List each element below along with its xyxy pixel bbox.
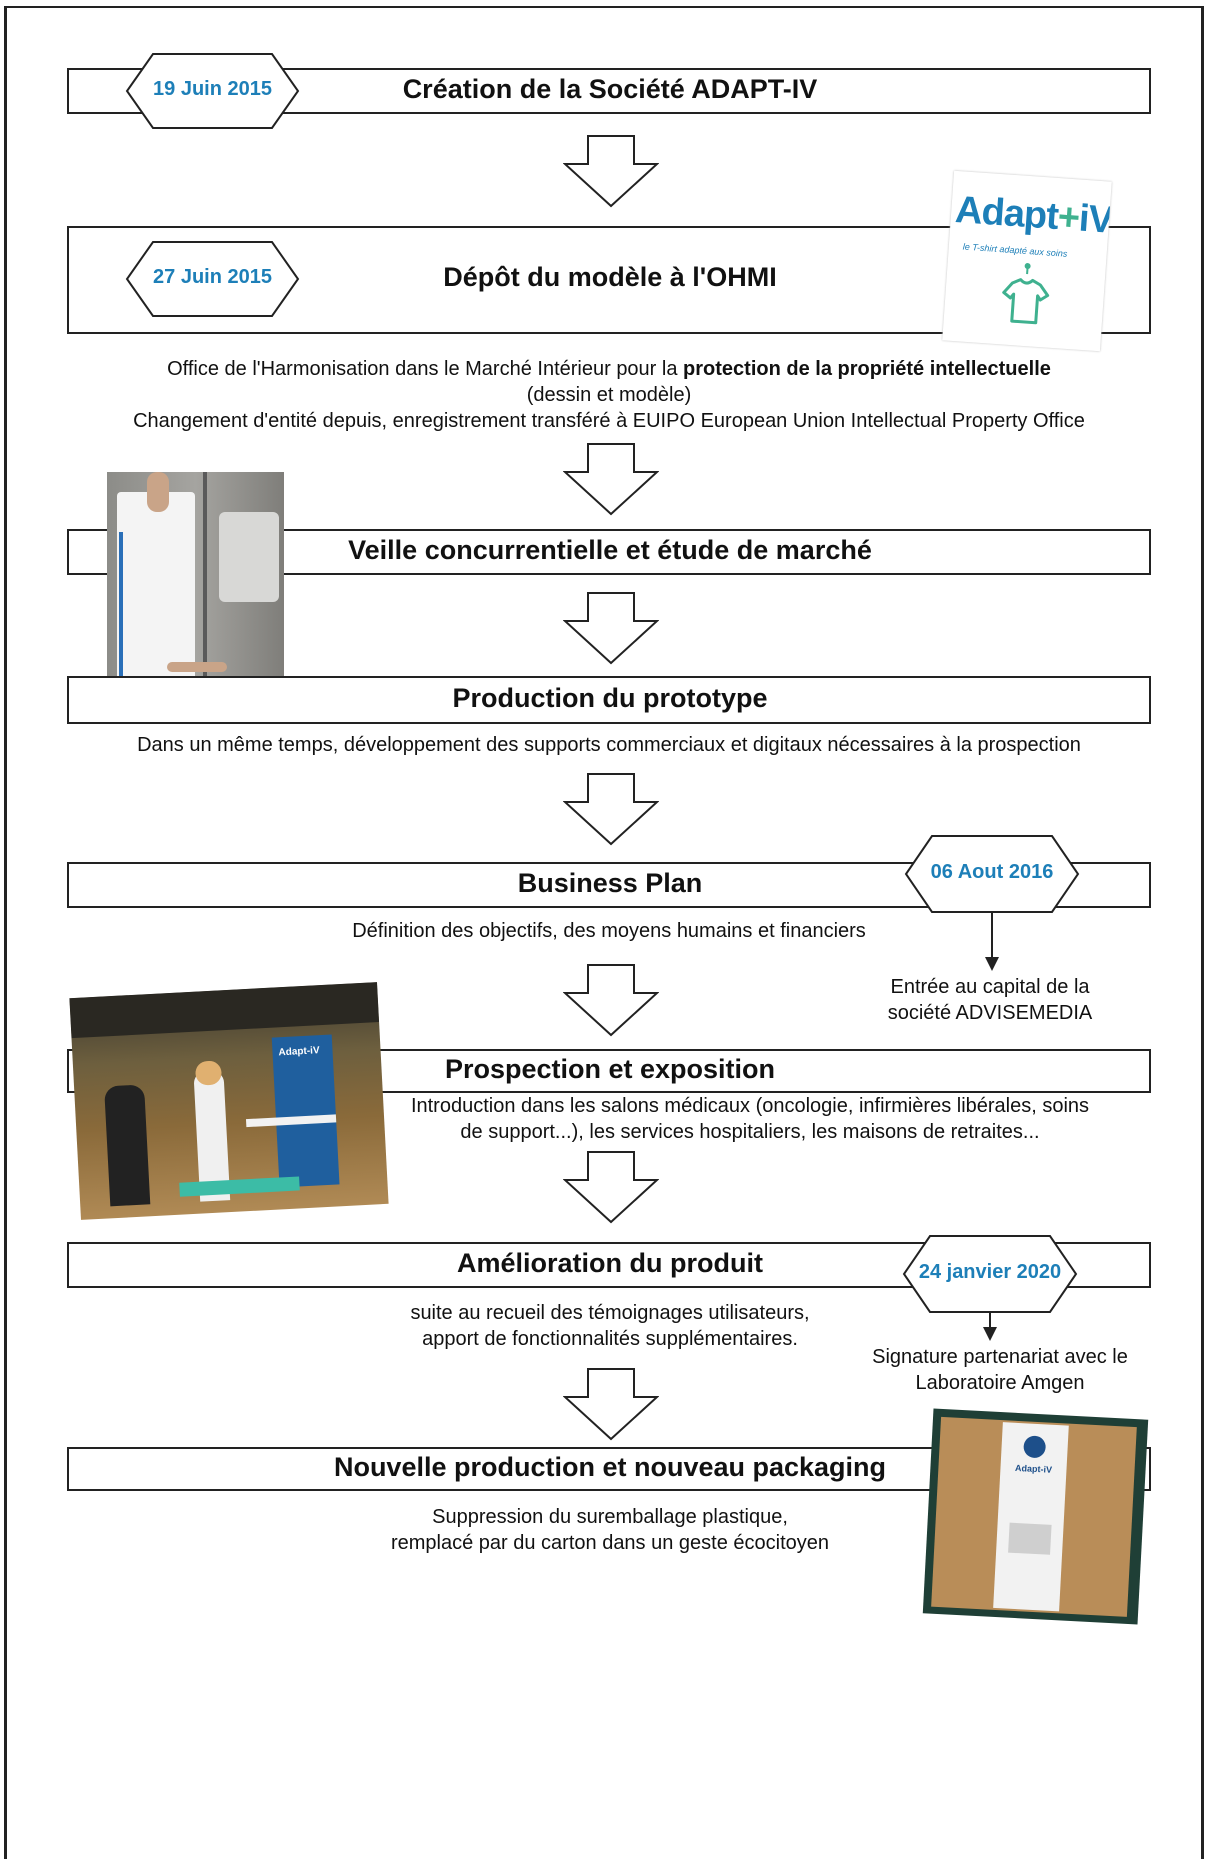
stage-title-business-plan: Business Plan: [517, 868, 703, 898]
packaging-photo: Adapt-iV: [922, 1408, 1149, 1625]
stage-title-prototype: Production du prototype: [452, 683, 768, 713]
octagon-shape: [902, 1235, 1078, 1313]
down-arrow-icon: [563, 135, 659, 208]
date-text: 06 Aout 2016: [930, 861, 1054, 883]
stage-title-prospection: Prospection et exposition: [444, 1054, 776, 1084]
connector-arrow-icon: [983, 1313, 997, 1341]
logo-text-iv: iV: [1077, 197, 1112, 242]
octagon-shape: [904, 835, 1080, 913]
amelioration-desc-line1: suite au recueil des témoignages utilisa…: [410, 1302, 810, 1324]
ohmi-desc-text: Office de l'Harmonisation dans le Marché…: [167, 358, 684, 380]
exhibition-photo: Adapt-iV: [69, 982, 389, 1220]
prototype-photo: [107, 472, 284, 714]
page-frame: [4, 6, 1204, 1859]
down-arrow-icon: [563, 592, 659, 665]
stage-title-veille: Veille concurrentielle et étude de march…: [348, 535, 872, 565]
prototype-desc: Dans un même temps, développement des su…: [137, 734, 1081, 756]
date-badge-2015-06-19: 19 Juin 2015: [125, 52, 300, 130]
amgen-note-line1: Signature partenariat avec le: [872, 1346, 1128, 1368]
down-arrow-icon: [563, 1151, 659, 1224]
ohmi-desc-line3: Changement d'entité depuis, enregistreme…: [133, 410, 1085, 432]
stage-title-amelioration: Amélioration du produit: [457, 1248, 763, 1278]
packaging-desc-line2: remplacé par du carton dans un geste éco…: [390, 1532, 830, 1554]
advisemedia-note-line1: Entrée au capital de la: [890, 976, 1090, 998]
stage-box-prototype: [67, 676, 1151, 724]
business-plan-desc: Définition des objectifs, des moyens hum…: [352, 920, 866, 942]
tshirt-icon: [1002, 263, 1050, 325]
date-text: 27 Juin 2015: [153, 266, 272, 288]
down-arrow-icon: [563, 773, 659, 846]
packaging-desc-line1: Suppression du suremballage plastique,: [432, 1506, 788, 1528]
date-badge-2016-08-06: 06 Aout 2016: [904, 834, 1080, 914]
stage-title-packaging: Nouvelle production et nouveau packaging: [333, 1452, 887, 1482]
logo-tagline: le T-shirt adapté aux soins: [962, 241, 1068, 259]
date-badge-2015-06-27: 27 Juin 2015: [125, 240, 300, 318]
ohmi-desc-line1: Office de l'Harmonisation dans le Marché…: [67, 356, 1151, 382]
down-arrow-icon: [563, 443, 659, 516]
ohmi-desc-bold: protection de la propriété intellectuell…: [683, 358, 1051, 380]
date-badge-2020-01-24: 24 janvier 2020: [902, 1234, 1078, 1314]
stage-title-ohmi: Dépôt du modèle à l'OHMI: [443, 262, 777, 292]
amelioration-desc-line2: apport de fonctionnalités supplémentaire…: [422, 1328, 798, 1350]
amgen-note-line2: Laboratoire Amgen: [915, 1372, 1085, 1394]
logo-text-adapt: Adapt: [953, 188, 1060, 238]
advisemedia-note-line2: société ADVISEMEDIA: [887, 1002, 1093, 1024]
prospection-desc-line2: de support...), les services hospitalier…: [460, 1121, 1040, 1143]
connector-arrow-icon: [985, 913, 999, 971]
date-text: 19 Juin 2015: [153, 78, 272, 100]
octagon-shape: [125, 241, 300, 317]
down-arrow-icon: [563, 1368, 659, 1441]
ohmi-desc-line2: (dessin et modèle): [526, 384, 692, 406]
prospection-desc-line1: Introduction dans les salons médicaux (o…: [410, 1095, 1090, 1117]
exhibition-banner-brand: Adapt-iV: [278, 1045, 320, 1059]
stage-title-creation: Création de la Société ADAPT-IV: [402, 74, 818, 104]
date-text: 24 janvier 2020: [918, 1261, 1062, 1283]
octagon-shape: [125, 53, 300, 129]
down-arrow-icon: [563, 964, 659, 1037]
adapt-iv-logo: Adapt+iV le T-shirt adapté aux soins: [942, 170, 1112, 352]
